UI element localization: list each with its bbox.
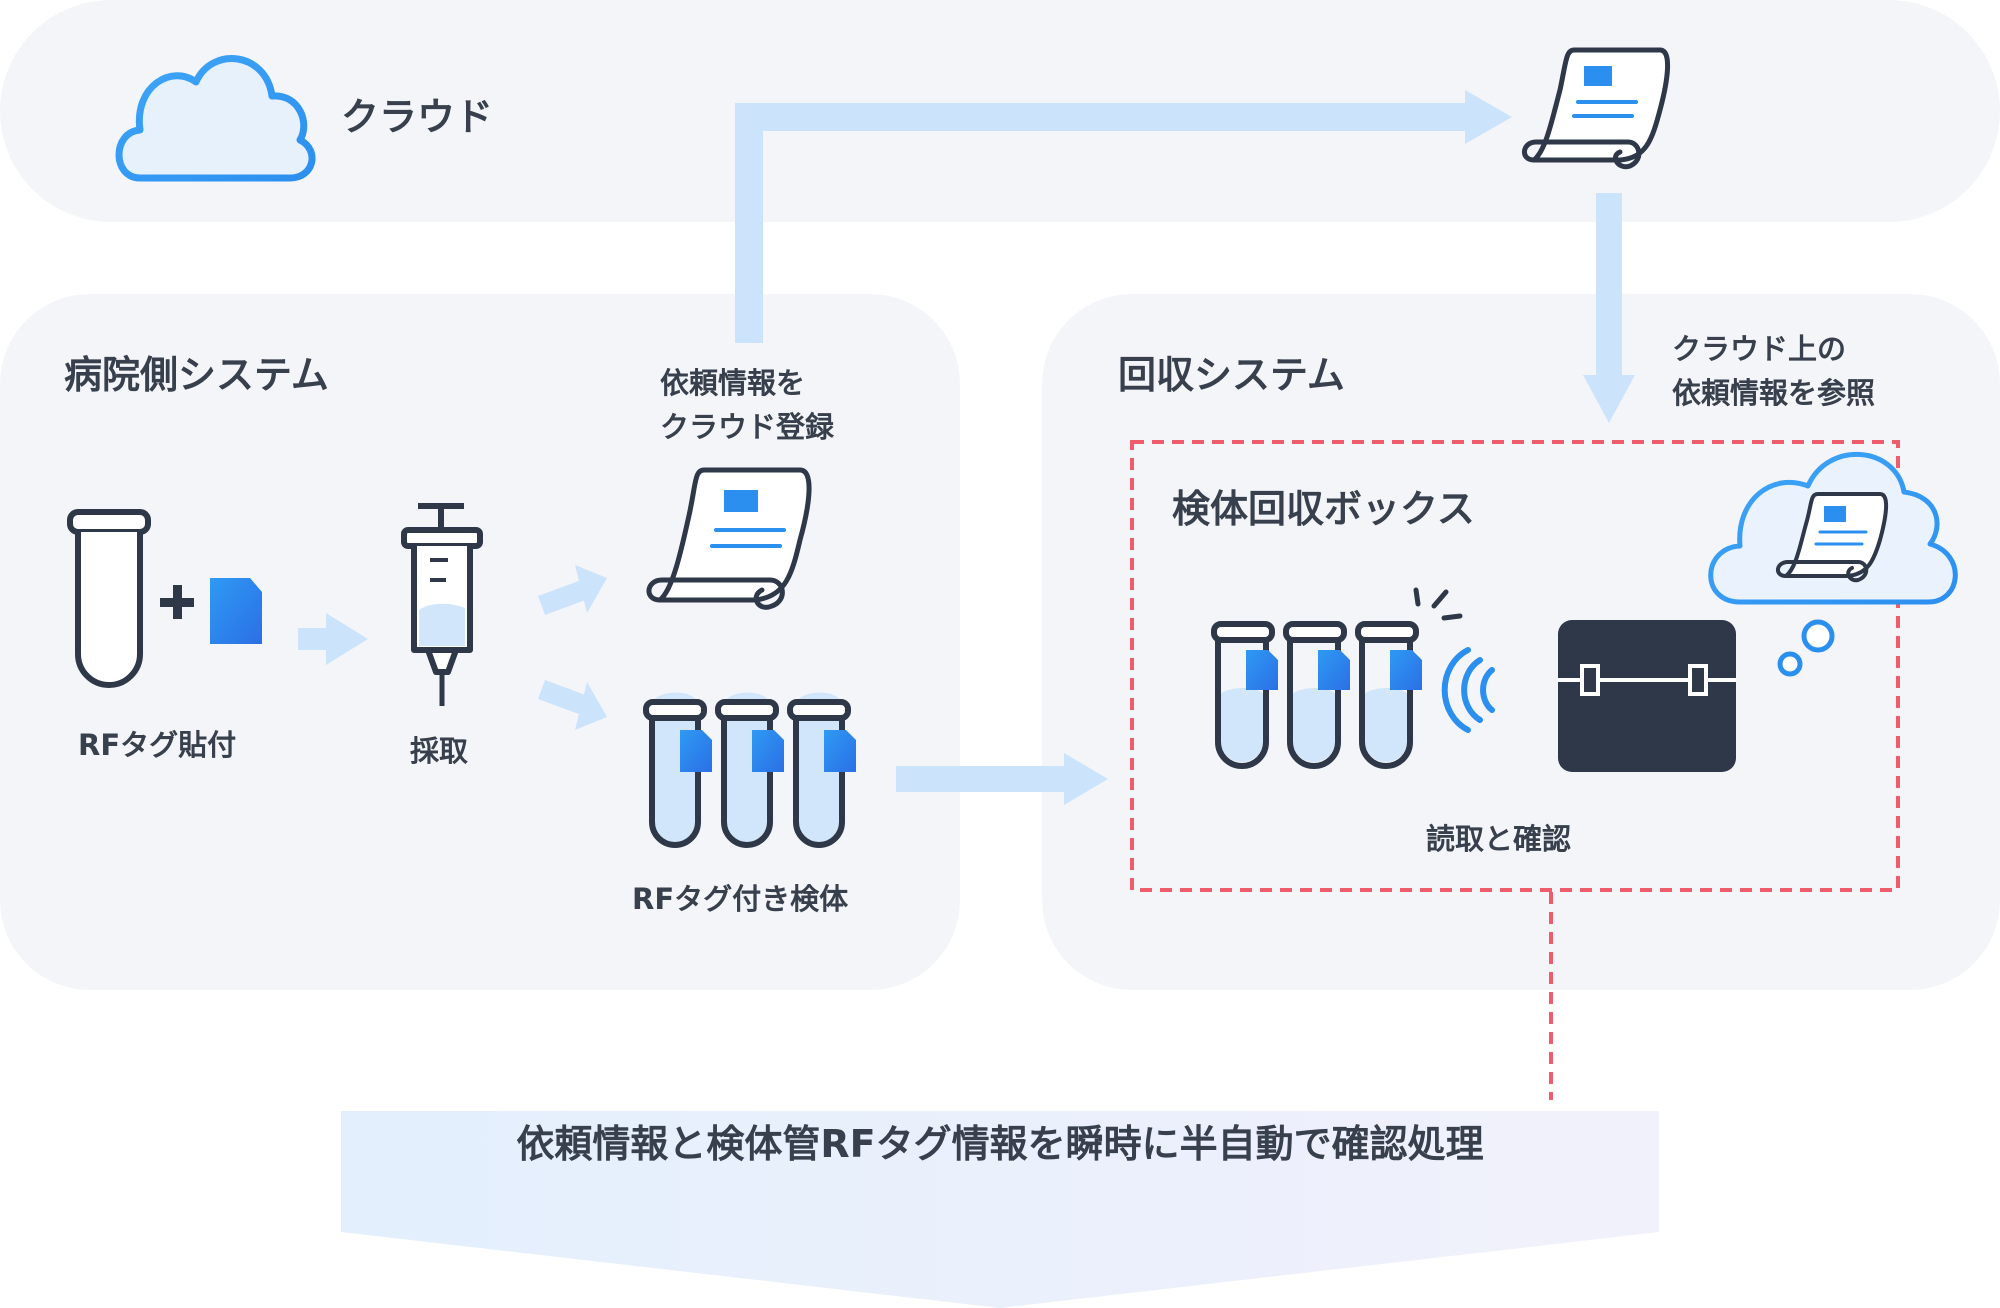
rf-tag-icon [824,730,856,772]
hospital-zone [0,294,960,990]
result-banner [341,1111,1659,1308]
flow-arrow-to-document [538,565,607,615]
test-tube-icon [1283,621,1350,769]
plus-icon [160,585,194,619]
wireless-signal-icon [1441,647,1495,733]
syringe-icon [401,503,483,706]
test-tube-icon [787,692,856,848]
rf-tag-icon [1318,650,1350,690]
hospital-zone-title: 病院側システム [64,353,329,397]
flow-arrow-register-to-cloud [735,90,1512,343]
specimen-box-title: 検体回収ボックス [1172,487,1475,531]
reader-box-icon [1558,620,1736,772]
thought-bubble-icon [1708,451,1958,677]
rf-tag-caption: RFタグ貼付 [78,728,237,762]
test-tube-icon [643,692,712,848]
flow-arrow-specimens-to-box [896,753,1108,805]
test-tube-icon [1211,621,1278,769]
cloud-icon [115,55,316,182]
rf-tag-icon [752,730,784,772]
test-tube-icon [67,509,151,688]
rf-tag-icon [210,578,262,644]
box-specimen-tubes [1211,621,1422,769]
specimen-box-dashed-frame [1130,440,1900,892]
document-scroll-icon [646,467,812,610]
cloud-reference-caption: クラウド上の 依頼情報を参照 [1672,332,1876,410]
test-tube-icon [1355,621,1422,769]
flow-arrow-to-specimens [538,680,607,730]
read-confirm-caption: 読取と確認 [1426,822,1572,856]
rf-tag-icon [1246,650,1278,690]
register-caption: 依頼情報を クラウド登録 [660,366,835,444]
collection-zone-title: 回収システム [1118,353,1345,397]
rf-tag-icon [1390,650,1422,690]
document-scroll-icon [1776,492,1888,583]
test-tube-icon [715,692,784,848]
result-banner-text: 依頼情報と検体管RFタグ情報を瞬時に半自動で確認処理 [516,1122,1484,1166]
flow-arrow-tag-to-syringe [298,613,368,665]
collection-zone [1042,294,2000,990]
flow-arrow-cloud-to-box [1583,193,1635,423]
cloud-zone-title: クラウド [341,95,494,139]
tagged-specimens-caption: RFタグ付き検体 [632,882,849,916]
tagged-specimen-tubes [643,692,856,848]
read-spark-icon [1413,587,1463,621]
sampling-caption: 採取 [410,734,469,768]
rf-tag-icon [680,730,712,772]
document-scroll-icon [1522,47,1671,170]
